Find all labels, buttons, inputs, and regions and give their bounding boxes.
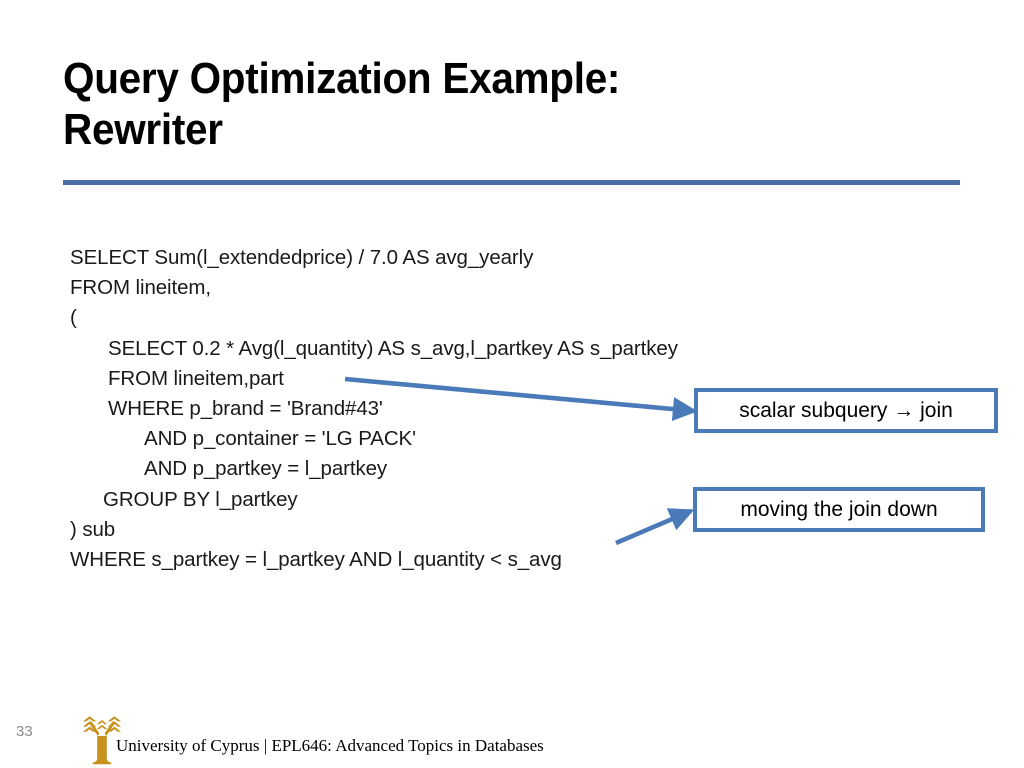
slide-number: 33 xyxy=(16,723,33,740)
sql-line: WHERE p_brand = 'Brand#43' xyxy=(108,397,383,421)
sql-line: AND p_container = 'LG PACK' xyxy=(144,427,416,451)
sql-line: SELECT Sum(l_extendedprice) / 7.0 AS avg… xyxy=(70,246,534,269)
sql-line: WHERE s_partkey = l_partkey AND l_quanti… xyxy=(70,548,562,572)
sql-line: GROUP BY l_partkey xyxy=(103,487,298,511)
sql-line: FROM lineitem,part xyxy=(108,366,284,390)
footer-text: University of Cyprus | EPL646: Advanced … xyxy=(116,736,544,755)
sql-line: ) sub xyxy=(70,517,116,541)
sql-line: FROM lineitem, xyxy=(70,276,211,300)
callout-scalar-subquery-label: scalar subquery → join xyxy=(739,399,953,422)
sql-line: AND p_partkey = l_partkey xyxy=(144,457,388,481)
callout-moving-join: moving the join down xyxy=(693,487,985,532)
callout-scalar-subquery: scalar subquery → join xyxy=(694,388,998,433)
title-divider-rule xyxy=(63,180,960,185)
sql-line: ( xyxy=(70,306,77,330)
university-of-cyprus-tree-logo xyxy=(83,716,121,765)
sql-query-block: SELECT Sum(l_extendedprice) / 7.0 AS avg… xyxy=(70,243,770,575)
callout-moving-join-label: moving the join down xyxy=(740,498,938,521)
page-title-line-2: Rewriter xyxy=(63,105,223,154)
sql-line: SELECT 0.2 * Avg(l_quantity) AS s_avg,l_… xyxy=(108,336,678,360)
page-title-line-1: Query Optimization Example: xyxy=(63,54,621,103)
page-title: Query Optimization Example: Rewriter xyxy=(63,53,963,155)
